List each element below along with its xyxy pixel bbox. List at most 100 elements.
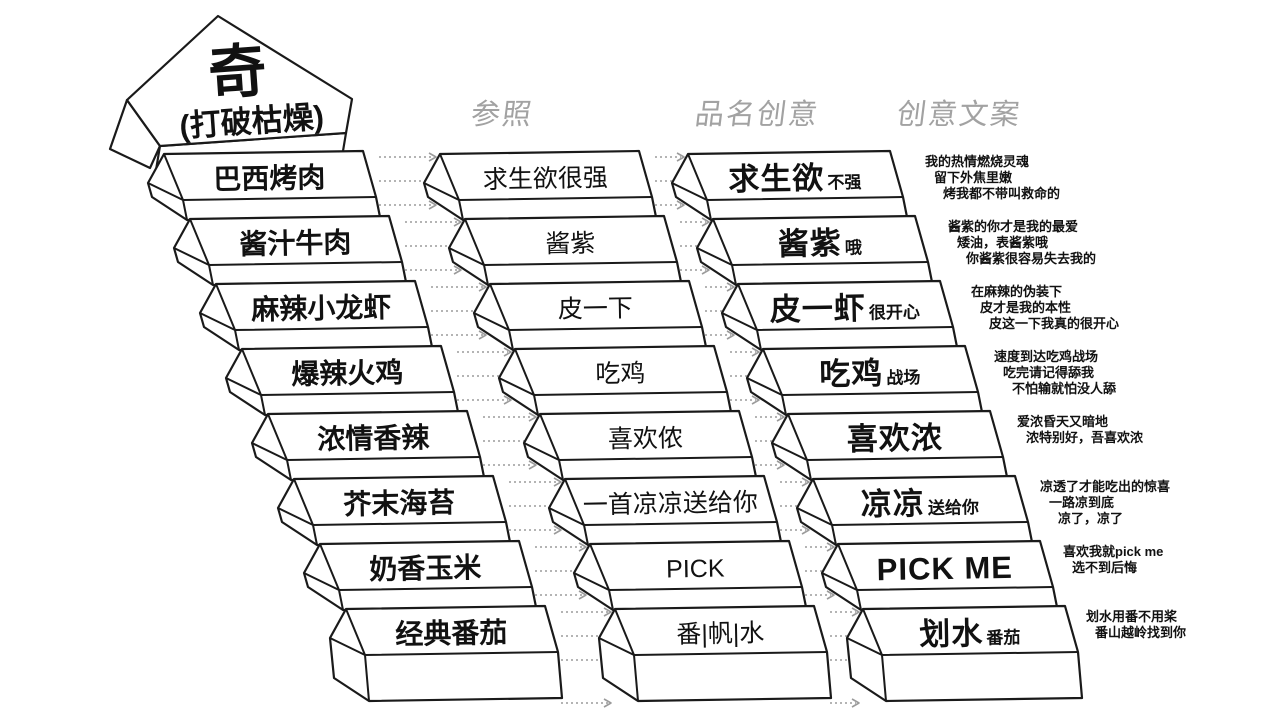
reference-box: 吃鸡 xyxy=(497,344,733,417)
flavor-label: 巴西烤肉 xyxy=(213,162,326,195)
diagram-row: 麻辣小龙虾 皮一下 皮一虾很开心 在麻辣的伪装下皮才是我的本性皮这一下我真的很开心 xyxy=(198,279,1119,352)
flow-arrow xyxy=(830,607,860,617)
reference-label: 求生欲很强 xyxy=(483,164,608,194)
copy-line: 在麻辣的伪装下 xyxy=(971,284,1062,299)
copy-line: 烤我都不带叫救命的 xyxy=(943,186,1060,201)
copy-line: 选不到后悔 xyxy=(1072,560,1137,575)
product-name-label: 吃鸡战场 xyxy=(819,355,921,392)
flavor-label: 爆辣火鸡 xyxy=(291,356,404,390)
reference-box: 番|帆|水 xyxy=(597,604,833,703)
diagram-row: 爆辣火鸡 吃鸡 吃鸡战场 速度到达吃鸡战场吃完请记得舔我不怕输就怕没人舔 xyxy=(224,344,1117,417)
flavor-box: 芥末海苔 xyxy=(276,474,512,547)
reference-label: 吃鸡 xyxy=(595,360,645,389)
flavor-label: 酱汁牛肉 xyxy=(239,227,352,260)
flow-arrow xyxy=(457,347,512,357)
flow-arrow xyxy=(535,542,587,552)
product-name-box: 凉凉送给你 xyxy=(795,474,1034,547)
flow-arrow xyxy=(805,542,835,552)
reference-label: 皮一下 xyxy=(558,294,633,323)
reference-box: 一首凉凉送给你 xyxy=(547,474,783,547)
flavor-label: 芥末海苔 xyxy=(343,487,456,520)
flow-arrow xyxy=(535,590,587,600)
flavor-box: 浓情香辣 xyxy=(250,409,486,482)
house-main-face xyxy=(125,14,354,148)
flow-arrow xyxy=(561,607,612,617)
copy-line: 不怕输就怕没人舔 xyxy=(1012,381,1117,396)
flavor-box: 麻辣小龙虾 xyxy=(198,279,434,352)
flow-arrow xyxy=(509,477,562,487)
copy-line: 矮油，表酱紫哦 xyxy=(957,235,1048,250)
flow-arrow xyxy=(730,395,760,405)
flavor-box: 经典番茄 xyxy=(328,604,564,703)
reference-box: 喜欢侬 xyxy=(522,409,758,482)
flow-arrow xyxy=(509,525,562,535)
product-name-label: 喜欢浓 xyxy=(847,420,944,457)
flow-arrow xyxy=(780,525,810,535)
flow-arrow xyxy=(457,395,512,405)
flow-arrow xyxy=(561,698,612,708)
product-name-label: 皮一虾很开心 xyxy=(770,290,921,328)
flow-arrow xyxy=(379,200,437,210)
copy-line: 划水用番不用桨 xyxy=(1086,609,1178,624)
copy-line: 爱浓昏天又暗地 xyxy=(1017,414,1108,429)
reference-label: 喜欢侬 xyxy=(608,424,683,453)
product-name-label: 划水番茄 xyxy=(919,615,1021,652)
flavor-label: 奶香玉米 xyxy=(369,552,482,585)
product-name-box: 吃鸡战场 xyxy=(745,344,984,417)
flavor-box: 爆辣火鸡 xyxy=(224,344,460,417)
reference-label: 番|帆|水 xyxy=(676,619,764,649)
flow-arrow xyxy=(755,460,785,470)
copy-line: 一路凉到底 xyxy=(1049,495,1114,510)
copy-line: 你酱紫很容易失去我的 xyxy=(965,251,1096,266)
copy-line: 吃完请记得舔我 xyxy=(1003,365,1094,380)
flow-arrow xyxy=(680,265,710,275)
diagram-rows: 巴西烤肉求生欲很强求生欲不强我的热情燃烧灵魂留下外焦里嫩烤我都不带叫救命的酱汁牛… xyxy=(146,149,1186,708)
flavor-box: 酱汁牛肉 xyxy=(172,214,408,287)
copy-line: 我的热情燃烧灵魂 xyxy=(925,154,1029,169)
flow-arrow xyxy=(705,282,735,292)
column-headers: 参照 品名创意 创意文案 xyxy=(469,98,1023,131)
header-reference: 参照 xyxy=(469,98,535,131)
flow-arrow xyxy=(655,152,685,162)
diagram-row: 巴西烤肉求生欲很强求生欲不强我的热情燃烧灵魂留下外焦里嫩烤我都不带叫救命的 xyxy=(146,149,1060,222)
flow-arrow xyxy=(805,590,835,600)
reference-label: 一首凉凉送给你 xyxy=(583,488,758,519)
product-name-label: PICK ME xyxy=(876,550,1013,587)
flavor-label: 麻辣小龙虾 xyxy=(251,291,392,325)
product-name-label: 凉凉送给你 xyxy=(861,485,980,522)
product-name-box: 喜欢浓 xyxy=(770,409,1009,482)
product-name-box: 皮一虾很开心 xyxy=(720,279,959,352)
house-title: 奇 xyxy=(206,38,268,107)
flow-arrow xyxy=(730,347,760,357)
copy-line: 皮才是我的本性 xyxy=(979,300,1071,315)
product-name-box: 酱紫哦 xyxy=(695,214,934,287)
flow-arrow xyxy=(405,265,462,275)
copy-line: 酱紫的你才是我的最爱 xyxy=(948,219,1078,234)
copy-line: 喜欢我就pick me xyxy=(1063,544,1163,559)
flow-arrow xyxy=(379,152,437,162)
flow-arrow xyxy=(431,282,487,292)
copy-line: 皮这一下我真的很开心 xyxy=(988,316,1119,331)
flavor-label: 经典番茄 xyxy=(395,616,508,650)
diagram-row: 芥末海苔一首凉凉送给你凉凉送给你凉透了才能吃出的惊喜一路凉到底凉了，凉了 xyxy=(276,474,1170,547)
flow-arrow xyxy=(655,200,685,210)
flow-arrow xyxy=(405,217,462,227)
origin-house-node: 奇 (打破枯燥) xyxy=(108,14,354,172)
copy-line: 留下外焦里嫩 xyxy=(934,170,1013,185)
flavor-box: 巴西烤肉 xyxy=(146,149,382,222)
copy-line: 速度到达吃鸡战场 xyxy=(994,349,1098,364)
reference-box: PICK xyxy=(572,539,808,612)
copy-line: 番山越岭找到你 xyxy=(1094,625,1186,640)
diagram-row: 酱汁牛肉 酱紫 酱紫哦酱紫的你才是我的最爱矮油，表酱紫哦你酱紫很容易失去我的 xyxy=(172,214,1096,287)
reference-box: 皮一下 xyxy=(472,279,708,352)
reference-label: 酱紫 xyxy=(545,230,595,259)
